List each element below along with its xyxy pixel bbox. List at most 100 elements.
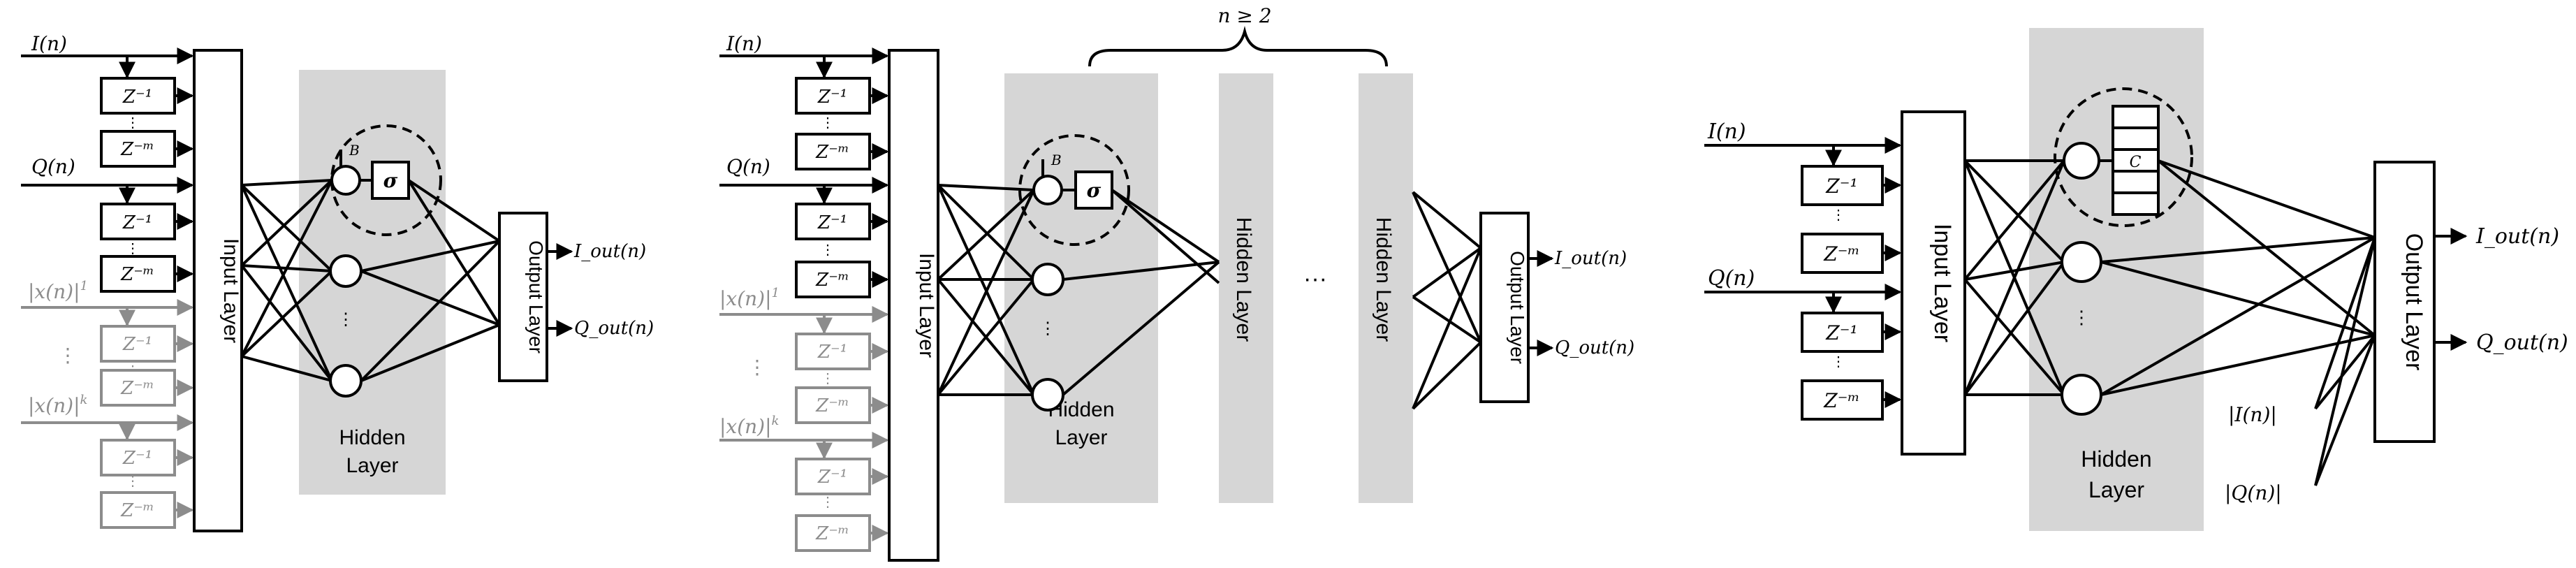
output-layer-box [2373,161,2436,443]
bias-label: B [349,142,360,159]
svg-text:⋮: ⋮ [1831,354,1845,370]
layers-brace [1088,26,1388,67]
output-q-label: Q_out(n) [574,318,654,339]
delay-label: Z⁻¹ [1825,321,1857,344]
delay-box [100,439,176,476]
output-layer-label: Output Layer [525,240,547,354]
input-i-label: I(n) [31,32,67,55]
delay-label: Z⁻ᵐ [1823,389,1859,412]
hidden-layer-label-2: Layer [1055,426,1107,449]
delay-label: Z⁻¹ [817,212,847,233]
delay-box [1801,165,1884,206]
output-i-label: I_out(n) [2475,224,2559,249]
svg-text:⋮: ⋮ [821,495,835,510]
neuron-highlight [2054,87,2193,227]
activation-label: σ [1087,179,1102,202]
bias-label: B [1051,152,1062,168]
delay-group-x1: Z⁻¹ ⋮ Z⁻ᵐ [100,307,194,407]
abs-q-label: |Q(n)| [2225,481,2282,504]
delay-label: Z⁻¹ [1825,175,1857,198]
delay-box [1801,312,1884,353]
output-i-label: I_out(n) [573,241,646,262]
connections-out [360,179,501,382]
svg-text:⋮: ⋮ [126,474,140,489]
delay-group-i: Z⁻¹ ⋮ Z⁻ᵐ [100,56,194,168]
delay-box [795,261,871,298]
delay-box [100,130,176,168]
input-x1-label: |x(n)|1 [28,279,88,303]
output-layer-box [498,212,548,382]
svg-text:⋮: ⋮ [821,115,835,131]
delay-group-q: Z⁻¹ ⋮ Z⁻ᵐ [100,185,194,293]
input-layer-label: Input Layer [915,253,938,358]
input-layer-box [193,49,243,532]
delay-box [100,369,176,407]
delay-group-i: Z⁻¹ ⋮ Z⁻ᵐ [795,56,889,170]
svg-text:⋮: ⋮ [126,241,140,256]
input-x1-label: |x(n)|1 [719,286,780,310]
activation-box [1074,170,1113,210]
delay-label: Z⁻¹ [122,87,152,108]
hidden-layer-n-bg [1359,73,1413,503]
neuron [329,254,363,288]
connections-in [937,184,1035,396]
input-xk-label: |x(n)|k [28,393,87,417]
neuron-highlight [1018,134,1130,246]
activation-label: σ [383,169,398,192]
panel-3: Hidden Layer I(n) Q(n) Z⁻¹ ⋮ Z⁻ᵐ Z⁻¹ ⋮ Z… [1704,28,2568,531]
output-layer-box [1479,212,1530,403]
delay-group-i: Z⁻¹ ⋮ Z⁻ᵐ [1801,145,1902,274]
input-q-label: Q(n) [31,155,75,178]
input-layer-box [888,49,939,562]
neuron [2063,142,2100,180]
delay-label: Z⁻ᵐ [815,270,849,291]
connections-out [1412,191,1482,410]
cell-label: C [2130,154,2142,171]
connections-in [240,179,333,382]
neuron [330,165,361,196]
delay-group-xk: Z⁻¹ ⋮ Z⁻ᵐ [100,423,194,529]
input-dots: ⋮ [747,356,767,378]
brace-label: n ≥ 2 [1217,4,1271,27]
activation-box [371,161,410,200]
memory-cell [2112,105,2160,216]
input-dots: ⋮ [58,344,78,366]
svg-text:⋮: ⋮ [2072,307,2091,328]
delay-group-xk: Z⁻¹ ⋮ Z⁻ᵐ [795,440,889,552]
output-layer-label: Output Layer [2401,233,2427,371]
hidden-layer-bg [1004,73,1158,503]
input-i-label: I(n) [1707,119,1746,144]
delay-label: Z⁻¹ [817,342,847,363]
delay-box [795,133,871,170]
delay-box [795,203,871,240]
output-q-label: Q_out(n) [1555,337,1634,358]
delay-box [795,333,871,370]
delay-box [1801,233,1884,274]
delay-group-x1: Z⁻¹ ⋮ Z⁻ᵐ [795,314,889,424]
svg-text:⋮: ⋮ [126,115,140,131]
panel-2: Hidden Layer Hidden Layer Hidden Layer ·… [719,4,1634,562]
neuron [2061,374,2102,416]
delay-label: Z⁻ᵐ [815,142,849,163]
delay-label: Z⁻ᵐ [120,139,154,160]
neuron [329,364,363,398]
delay-label: Z⁻¹ [817,467,847,488]
delay-label: Z⁻¹ [122,334,152,355]
input-i-label: I(n) [726,32,762,55]
hidden-layer-2-bg [1219,73,1273,503]
neuron-highlight [330,124,442,236]
delay-box [100,77,176,115]
input-layer-label: Input Layer [219,238,242,343]
delay-label: Z⁻ᵐ [120,378,154,399]
svg-text:⋮: ⋮ [1039,319,1056,338]
output-layer-label: Output Layer [1507,251,1528,364]
abs-i-label: |I(n)| [2228,403,2277,426]
input-xk-label: |x(n)|k [719,414,779,438]
neuron [2061,241,2102,283]
panel-1: Hidden Layer I(n) Q(n) |x(n)|1 ⋮ |x(n)|k… [21,32,654,532]
hidden-layer-label-2: Layer [346,454,398,477]
connections-out [2100,159,2376,486]
svg-text:⋮: ⋮ [1831,207,1845,223]
delay-label: Z⁻¹ [817,87,847,108]
